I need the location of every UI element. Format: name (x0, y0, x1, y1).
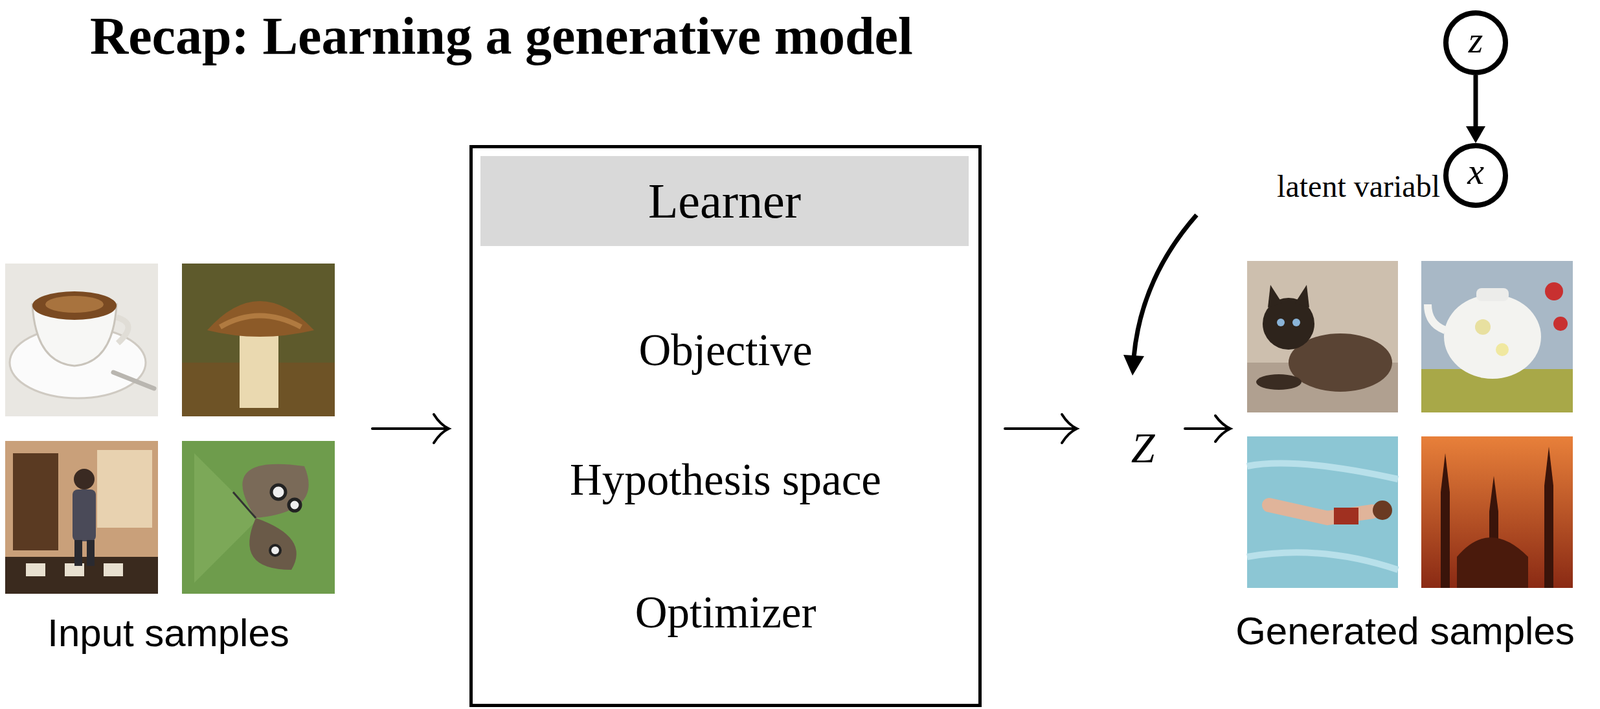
teapot-photo (1421, 260, 1573, 413)
mushroom-photo (181, 263, 335, 417)
node-text: x (1443, 148, 1509, 195)
learner-box: ObjectiveHypothesis spaceOptimizer Learne… (469, 145, 982, 708)
node-text: Optimizer (472, 585, 979, 640)
butterfly-photo (181, 440, 335, 594)
callout-arrow (1123, 214, 1197, 376)
node-text: Learner (480, 171, 969, 231)
latent-space-symbol: Z (1100, 420, 1185, 475)
latent-node: z (1443, 10, 1509, 76)
swimmer-photo (1247, 436, 1398, 588)
callout-label: latent variabl (1165, 167, 1441, 206)
output-caption: Generated samples (1230, 606, 1580, 656)
node-text: Objective (472, 323, 979, 378)
coffee-photo (5, 263, 158, 417)
mosque-photo (1421, 436, 1573, 588)
node-text: Hypothesis space (472, 453, 979, 508)
observed-node: x (1443, 143, 1509, 208)
input-caption: Input samples (0, 608, 337, 658)
arrow-head (1465, 126, 1486, 144)
edge-connector (1465, 75, 1486, 144)
person-photo (5, 440, 158, 594)
title: Recap: Learning a generative model (90, 3, 913, 69)
node-text: z (1443, 17, 1509, 63)
cat-photo (1247, 260, 1398, 413)
learner-band: Learner (480, 156, 969, 247)
edge-line (1473, 75, 1479, 127)
